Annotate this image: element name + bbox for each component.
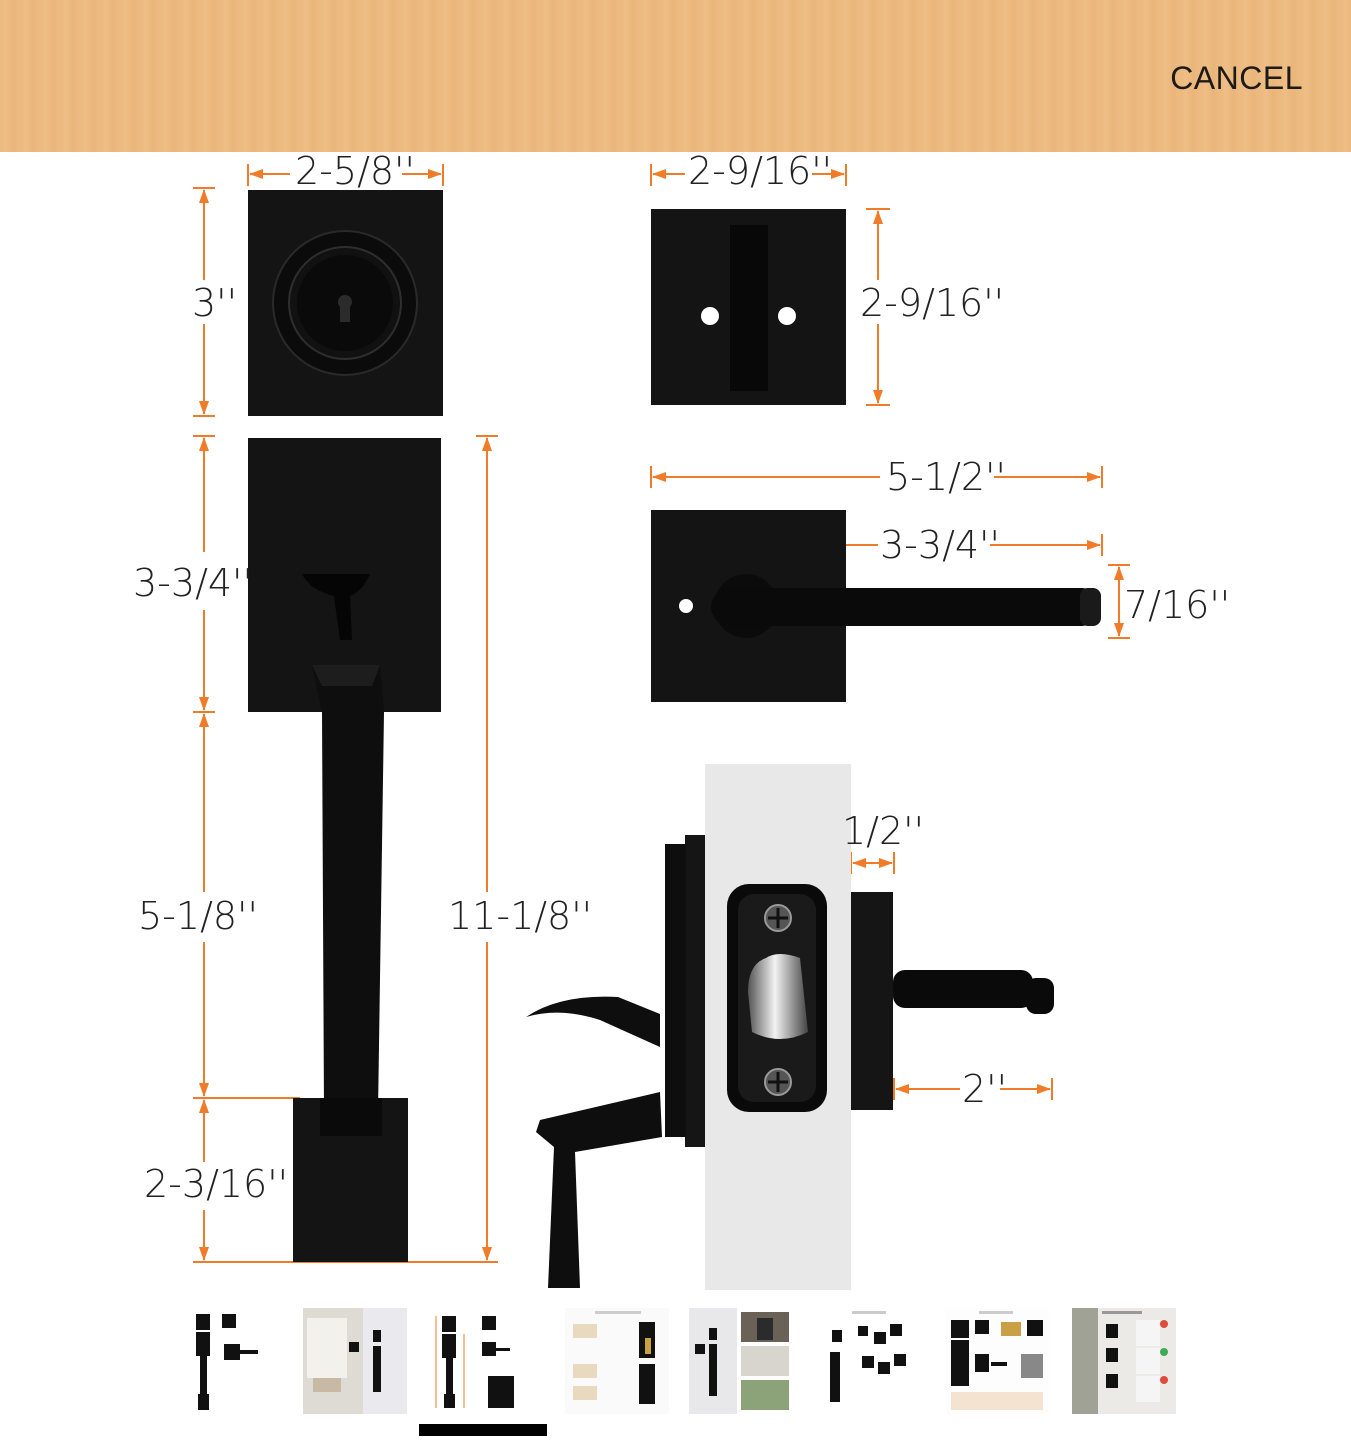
adjustable-distance-2-thumb-icon [1072,1308,1176,1414]
door-side-view [526,764,1054,1290]
thumbnail-3[interactable] [428,1308,532,1414]
package-list-thumb-icon [945,1308,1049,1414]
easy-install-thumb-icon [818,1308,922,1414]
dim-grip-middle: 5-1/8'' [138,894,258,938]
deadbolt-plate [248,190,443,416]
selected-thumbnail-indicator [419,1424,547,1436]
cancel-button[interactable]: CANCEL [1170,60,1303,96]
dim-deadbolt-width: 2-5/8'' [295,152,415,193]
dim-thumbturn-width: 2-9/16'' [688,152,832,193]
dim-lever-length: 3-3/4'' [880,523,1000,567]
dim-lever-total: 5-1/2'' [886,455,1006,499]
dim-rose-depth: 1/2'' [842,809,924,853]
handleset-thumb-icon [196,1314,258,1410]
dim-grip-bottom: 2-3/16'' [144,1162,288,1206]
thumbnail-2[interactable] [303,1308,407,1414]
dim-thumbturn-height: 2-9/16'' [860,281,1004,325]
dimensions-thumb-icon [435,1316,514,1408]
door-scenes-thumb-icon [689,1308,789,1414]
dim-grip-top: 3-3/4'' [133,561,253,605]
adjustable-distance-thumb-icon [565,1308,669,1414]
grip-handle [248,438,441,1262]
product-dimension-image: 2-5/8'' 3'' 2-9/16'' 2-9/16'' 5-1/2'' 3-… [0,152,1351,1292]
room-scene-thumb-icon [303,1308,407,1414]
thumbnail-5[interactable] [689,1308,793,1414]
dim-lever-projection: 2'' [962,1067,1007,1111]
thumbnail-strip [0,1300,1351,1440]
dim-grip-total: 11-1/8'' [448,894,592,938]
thumbnail-8[interactable] [1072,1308,1176,1414]
lever-rose [651,510,1101,702]
thumbnail-4[interactable] [565,1308,669,1414]
thumbnail-7[interactable] [945,1308,1049,1414]
thumbnail-6[interactable] [818,1308,922,1414]
thumbturn-plate [651,209,846,405]
top-bar: CANCEL [0,0,1351,152]
dim-lever-diameter: 7/16'' [1124,583,1230,627]
thumbnail-1[interactable] [182,1308,286,1414]
dim-deadbolt-height: 3'' [192,281,237,325]
